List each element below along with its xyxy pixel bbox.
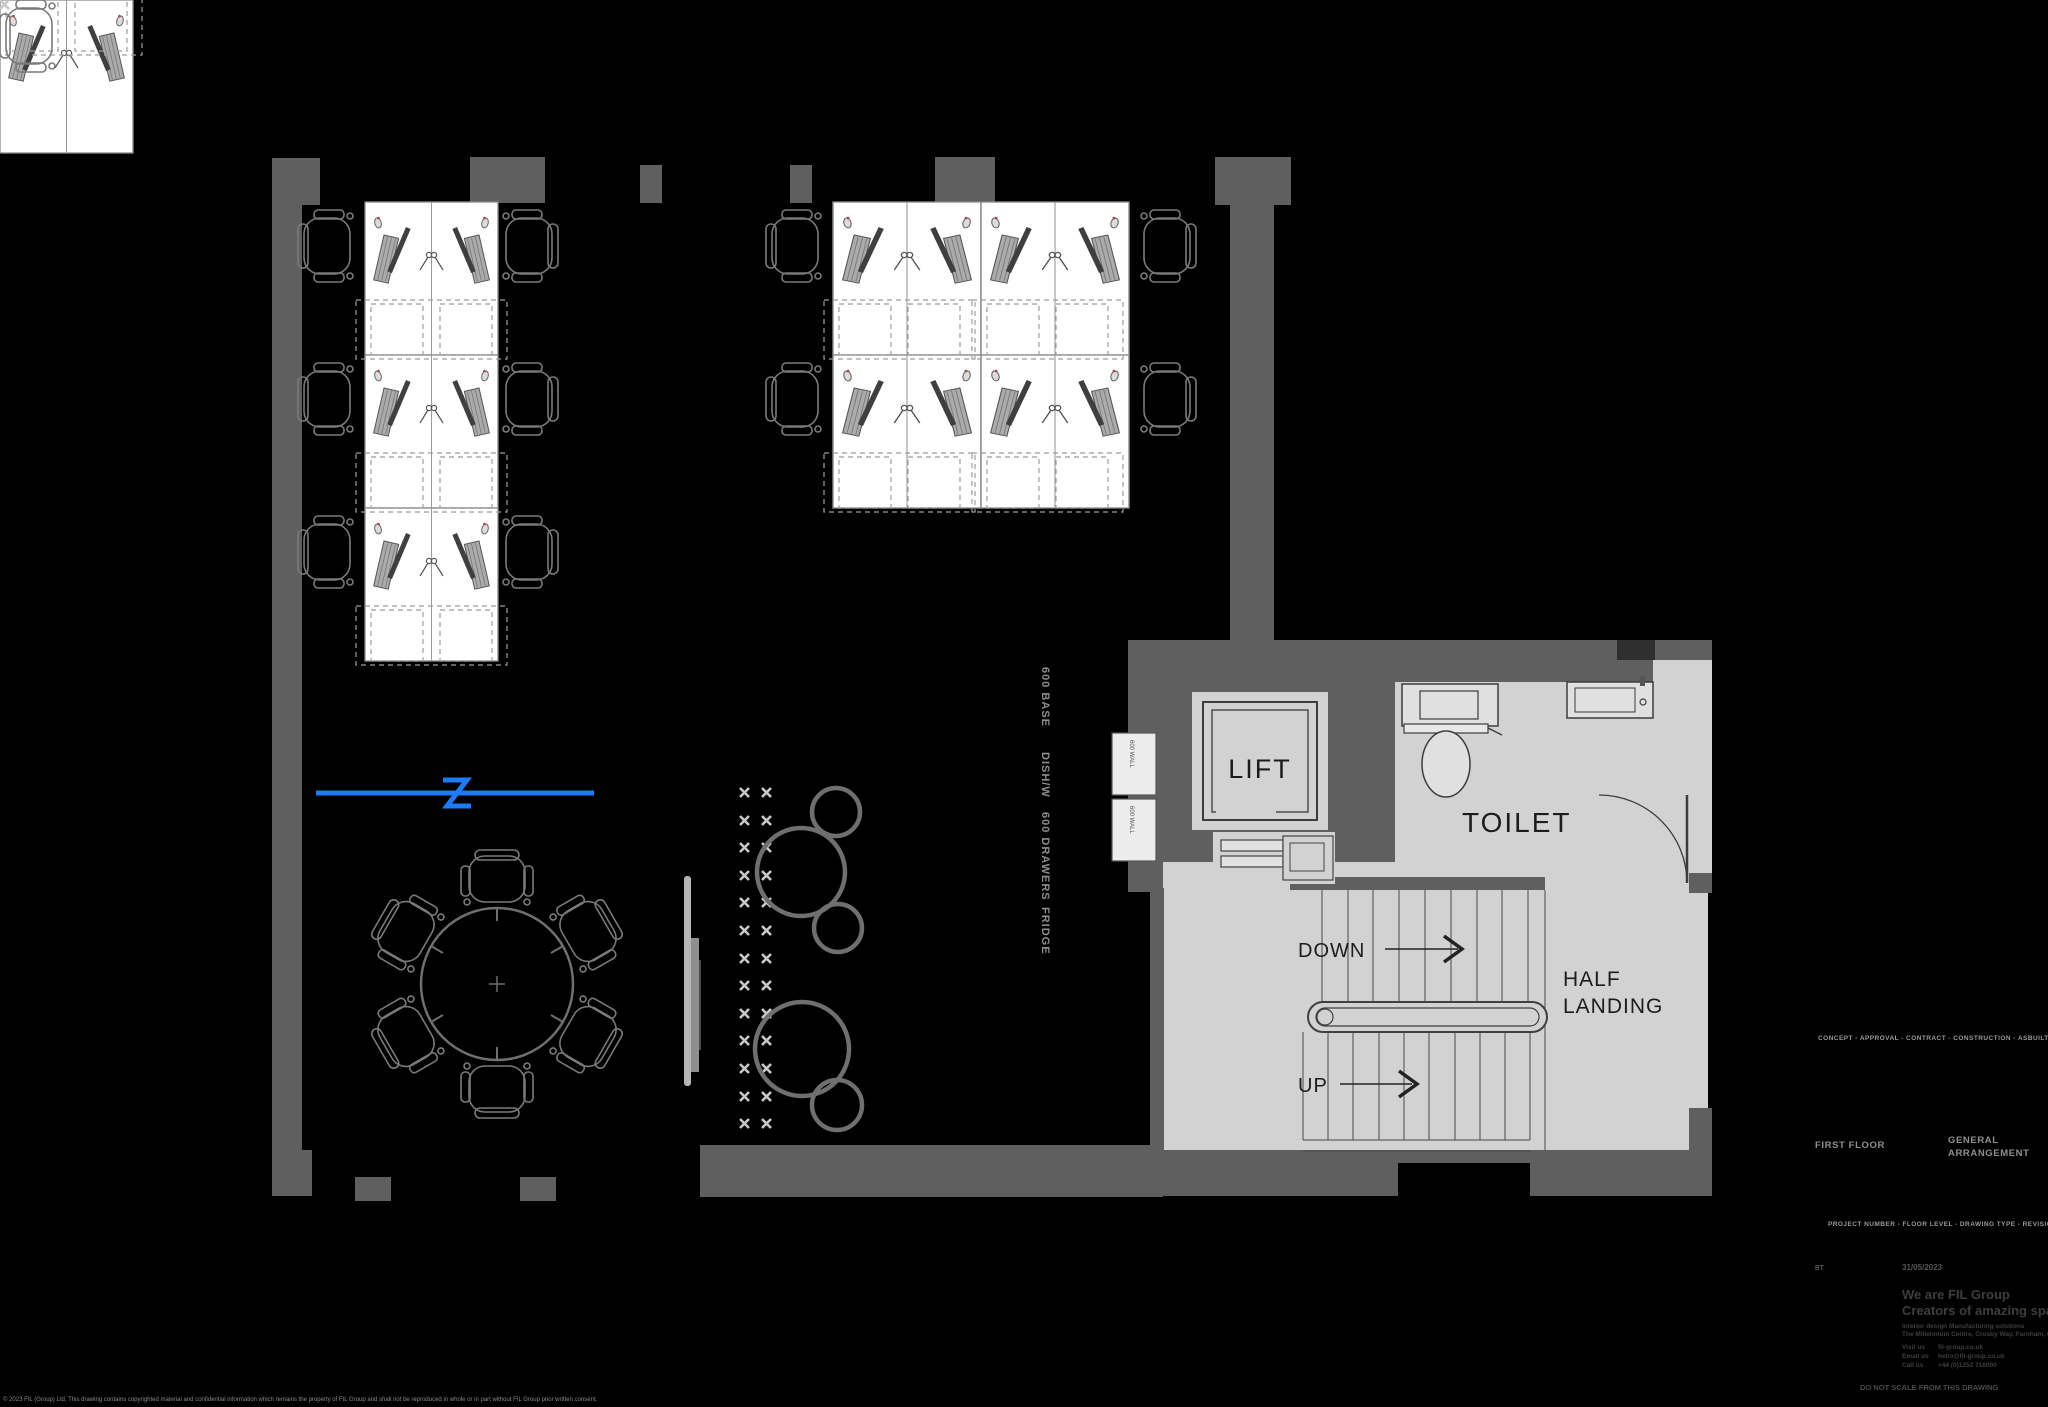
- building-walls: [272, 157, 1291, 1201]
- task-chair: [765, 362, 822, 436]
- task-chair: [297, 209, 354, 283]
- desk-cluster-left: [297, 202, 559, 666]
- visit-label: Visit us: [1902, 1344, 1925, 1351]
- wc-bowl: [1421, 730, 1471, 798]
- wall-units: 600 WALL 600 WALL: [1111, 732, 1157, 862]
- copyright-note: © 2023 FIL (Group) Ltd. This drawing con…: [3, 1396, 598, 1403]
- desk-bank: [833, 202, 981, 355]
- stair-left-wall: [1150, 888, 1164, 1150]
- visit-value: fil-group.co.uk: [1938, 1344, 1984, 1351]
- casework-labels: 600 BASE DISH/W 600 DRAWERS FRIDGE: [1039, 667, 1051, 955]
- planters: [752, 785, 865, 1133]
- desk-cluster-right: [765, 202, 1197, 513]
- desk-bank: [365, 508, 498, 661]
- bottom-opening: [1398, 1163, 1530, 1197]
- meeting-chair: [460, 1062, 534, 1119]
- wall-stub: [520, 1177, 556, 1201]
- core-block: LIFT TOILET: [1128, 640, 1712, 1197]
- half-landing-label-2: LANDING: [1563, 995, 1663, 1018]
- do-not-scale-note: DO NOT SCALE FROM THIS DRAWING: [1860, 1383, 1998, 1392]
- drawing-type-2: ARRANGEMENT: [1948, 1148, 2030, 1159]
- stair-top-wall: [1290, 877, 1545, 890]
- email-value: hello@fil-group.co.uk: [1938, 1353, 2005, 1360]
- task-chair: [502, 515, 559, 589]
- break-line: [316, 777, 594, 809]
- label-600-drawers: 600 DRAWERS: [1039, 812, 1051, 901]
- email-label: Email us: [1902, 1353, 1929, 1360]
- down-label: DOWN: [1298, 940, 1365, 962]
- lift-label: LIFT: [1228, 754, 1292, 784]
- desk-bank: [981, 355, 1129, 508]
- call-label: Call us: [1902, 1362, 1924, 1369]
- wall-unit-label-2: 600 WALL: [1128, 806, 1134, 834]
- corridor-wall: [1230, 200, 1274, 687]
- right-wall-stub: [1689, 1108, 1712, 1196]
- numbering-strip: PROJECT NUMBER - FLOOR LEVEL - DRAWING T…: [1828, 1221, 2048, 1228]
- bottom-wall: [700, 1145, 1163, 1197]
- desk-bank: [833, 355, 981, 508]
- task-chair: [1140, 209, 1197, 283]
- title-block: CONCEPT - APPROVAL - CONTRACT - CONSTRUC…: [3, 1035, 2048, 1403]
- wall-stub: [355, 1177, 391, 1201]
- meeting-table: [362, 849, 632, 1119]
- dark-wall-bar: [1617, 640, 1655, 660]
- desk-bank: [365, 202, 498, 355]
- status-strip: CONCEPT - APPROVAL - CONTRACT - CONSTRUC…: [1818, 1035, 2048, 1042]
- task-chair: [297, 362, 354, 436]
- floor-label: FIRST FLOOR: [1815, 1140, 1885, 1151]
- call-value: +44 (0)1252 716000: [1938, 1362, 1997, 1369]
- window-pier: [935, 157, 995, 203]
- drawn-by: BT: [1815, 1265, 1825, 1272]
- brand-line-1: We are FIL Group: [1902, 1287, 2010, 1302]
- stair-handrail: [1307, 1001, 1548, 1033]
- window-pier: [640, 165, 662, 203]
- label-600-base: 600 BASE: [1039, 667, 1051, 727]
- brand-address: The Millennium Centre, Crosby Way, Farnh…: [1902, 1331, 2048, 1338]
- door-swing-arc: [1598, 794, 1688, 884]
- staircase: [1302, 890, 1546, 1152]
- wall-unit-label-1: 600 WALL: [1128, 740, 1134, 768]
- cistern: [1401, 683, 1499, 727]
- brand-tagline: Interior design Manufacturing solutions: [1902, 1323, 2025, 1330]
- door-jamb: [1689, 873, 1712, 893]
- task-chair: [765, 209, 822, 283]
- lift-room: LIFT: [1192, 692, 1335, 884]
- window-pier: [470, 157, 545, 203]
- half-landing-label-1: HALF: [1563, 968, 1621, 991]
- tap: [1640, 676, 1645, 686]
- drawing-date: 31/05/2023: [1902, 1263, 1943, 1272]
- window-pier: [790, 165, 812, 203]
- task-chair: [502, 362, 559, 436]
- toilet-label: TOILET: [1462, 807, 1572, 838]
- brand-line-2: Creators of amazing spaces: [1902, 1303, 2048, 1318]
- task-chair: [297, 515, 354, 589]
- label-fridge: FRIDGE: [1039, 907, 1051, 955]
- desk-bank: [365, 355, 498, 508]
- down-arrow: [1385, 934, 1465, 964]
- label-dishwasher: DISH/W: [1039, 752, 1051, 798]
- up-arrow: [1340, 1069, 1420, 1099]
- task-chair: [1140, 362, 1197, 436]
- desk-bank: [981, 202, 1129, 355]
- task-chair: [502, 209, 559, 283]
- meeting-chair: [460, 849, 534, 906]
- toilet-room: TOILET: [1395, 676, 1689, 884]
- drawing-type-1: GENERAL: [1948, 1135, 1999, 1146]
- wall-screen: [684, 876, 701, 1086]
- up-label: UP: [1298, 1075, 1328, 1097]
